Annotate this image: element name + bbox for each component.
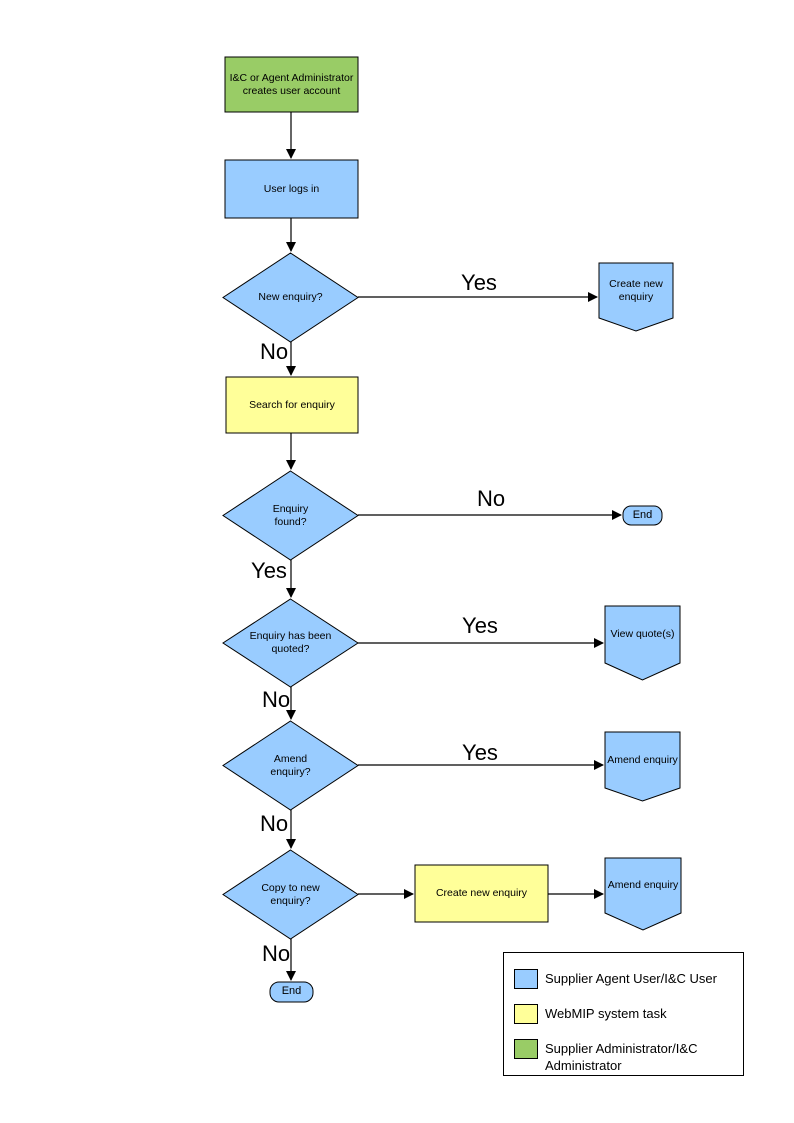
legend-item-system: WebMIP system task (514, 1004, 667, 1024)
edge-label-amend-yes: Yes (462, 740, 498, 765)
legend-label-user: Supplier Agent User/I&C User (545, 971, 717, 986)
node-create-new-enquiry-offpage (598, 262, 674, 332)
node-amend-enquiry-offpage-2 (604, 857, 682, 931)
node-admin-creates-account (224, 56, 359, 113)
node-end-terminator-1 (622, 505, 663, 526)
legend-label-system: WebMIP system task (545, 1006, 667, 1021)
node-enquiry-found-decision (222, 470, 359, 561)
edge-label-enquiry-found-yes: Yes (251, 558, 287, 583)
legend-item-user: Supplier Agent User/I&C User (514, 969, 717, 989)
connectors (286, 112, 622, 981)
node-amend-enquiry-decision (222, 720, 359, 811)
node-view-quotes-offpage (604, 605, 681, 681)
edge-label-amend-no: No (259, 811, 289, 836)
node-copy-to-new-enquiry-decision (222, 849, 359, 940)
node-user-logs-in (224, 159, 359, 219)
edge-label-enquiry-quoted-no: No (261, 687, 291, 712)
legend-label-admin: Supplier Administrator/I&C Administrator (545, 1041, 698, 1073)
legend-swatch-system (514, 1004, 538, 1024)
legend: Supplier Agent User/I&C User WebMIP syst… (503, 952, 744, 1076)
node-enquiry-quoted-decision (222, 598, 359, 688)
nodes (222, 56, 682, 1003)
node-new-enquiry-decision (222, 252, 359, 343)
node-create-new-enquiry-task (414, 864, 549, 923)
legend-item-admin: Supplier Administrator/I&C Administrator (514, 1039, 737, 1075)
legend-swatch-user (514, 969, 538, 989)
edge-label-new-enquiry-no: No (259, 339, 289, 364)
edge-label-enquiry-quoted-yes: Yes (462, 613, 498, 638)
node-search-for-enquiry (225, 376, 359, 434)
legend-swatch-admin (514, 1039, 538, 1059)
edge-label-copy-no: No (261, 941, 291, 966)
edge-label-new-enquiry-yes: Yes (461, 270, 497, 295)
node-end-terminator-2 (269, 981, 314, 1003)
edge-label-enquiry-found-no: No (476, 486, 506, 511)
node-amend-enquiry-offpage-1 (604, 731, 681, 802)
